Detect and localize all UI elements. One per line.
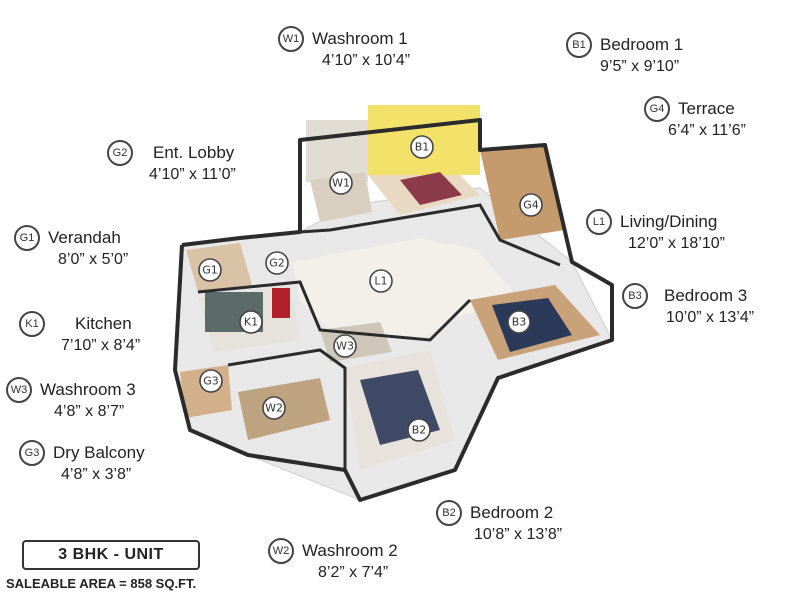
svg-text:B2: B2 (412, 424, 427, 437)
outer-walls (173, 118, 614, 502)
svg-text:W3: W3 (336, 340, 354, 353)
room-dimensions: 8’0” x 5’0” (58, 251, 129, 268)
room-code-badge: B2 (436, 500, 462, 526)
room-code-badge: B1 (566, 32, 592, 58)
plan-badge-b2: B2 (407, 418, 431, 442)
svg-text:G4: G4 (523, 199, 539, 212)
room-name: Bedroom 3 (664, 286, 748, 305)
kitchen-fridge (272, 288, 290, 318)
room-dimensions: 6’4” x 11’6” (668, 122, 746, 139)
plan-badge-w1: W1 (329, 171, 353, 195)
saleable-area-label: SALEABLE AREA = 858 SQ.FT. (6, 576, 197, 591)
plan-badge-g3: G3 (199, 369, 223, 393)
room-dimensions: 9’5” x 9’10” (600, 58, 680, 75)
plan-badge-k1: K1 (239, 310, 263, 334)
room-name: Dry Balcony (53, 443, 145, 462)
legend-kitchen: K1 Kitchen 7’10” x 8’4” (19, 311, 140, 355)
plan-badge-b3: B3 (507, 310, 531, 334)
room-name: Bedroom 1 (600, 35, 684, 54)
room-dimensions: 7’10” x 8’4” (61, 337, 141, 354)
legend-washroom-2: W2 Washroom 2 8’2” x 7’4” (268, 538, 398, 582)
legend-verandah: G1 Verandah 8’0” x 5’0” (14, 225, 128, 269)
plan-badge-w3: W3 (333, 334, 357, 358)
room-code-badge: B3 (622, 283, 648, 309)
room-dimensions: 4’10” x 10’4” (322, 52, 411, 69)
legend-washroom-1: W1 Washroom 1 4’10” x 10’4” (278, 26, 410, 70)
legend-terrace: G4 Terrace 6’4” x 11’6” (644, 96, 746, 140)
room-name: Living/Dining (620, 212, 718, 231)
svg-text:B3: B3 (512, 316, 527, 329)
room-dimensions: 8’2” x 7’4” (318, 564, 389, 581)
washroom-1-wall (306, 120, 368, 182)
svg-text:G1: G1 (202, 264, 218, 277)
plan-badge-g4: G4 (519, 193, 543, 217)
svg-text:B1: B1 (415, 141, 430, 154)
room-dimensions: 4’10” x 11’0” (149, 166, 236, 183)
room-name: Verandah (48, 228, 121, 247)
legend-living-dining: L1 Living/Dining 12’0” x 18’10” (586, 209, 725, 253)
living-dining-floor (292, 238, 520, 340)
room-code-badge: G4 (644, 96, 670, 122)
plan-badge-b1: B1 (410, 135, 434, 159)
room-code-badge: W1 (278, 26, 304, 52)
terrace-floor (480, 145, 565, 240)
svg-text:L1: L1 (374, 275, 387, 288)
room-name: Kitchen (75, 314, 132, 333)
room-dimensions: 4’8” x 3’8” (61, 466, 132, 483)
room-name: Washroom 1 (312, 29, 408, 48)
legend-bedroom-3: B3 Bedroom 3 10’0” x 13’4” (622, 283, 754, 327)
room-code-badge: G2 (107, 140, 133, 166)
inner-walls (299, 203, 561, 267)
room-dimensions: 10’0” x 13’4” (666, 309, 755, 326)
room-code-badge: L1 (586, 209, 612, 235)
legend-washroom-3: W3 Washroom 3 4’8” x 8’7” (6, 377, 136, 421)
svg-text:W1: W1 (332, 177, 350, 190)
svg-text:G3: G3 (203, 375, 219, 388)
room-code-badge: K1 (19, 311, 45, 337)
room-name: Bedroom 2 (470, 503, 554, 522)
legend-bedroom-1: B1 Bedroom 1 9’5” x 9’10” (566, 32, 683, 76)
room-name: Ent. Lobby (153, 143, 235, 162)
room-code-badge: W2 (268, 538, 294, 564)
svg-text:W2: W2 (265, 402, 283, 415)
room-name: Washroom 3 (40, 380, 136, 399)
plan-badge-g1: G1 (198, 258, 222, 282)
plan-badge-g2: G2 (265, 251, 289, 275)
inner-walls-2 (197, 280, 472, 342)
legend-dry-balcony: G3 Dry Balcony 4’8” x 3’8” (19, 440, 145, 484)
bedroom-1-bed (400, 172, 462, 205)
svg-text:K1: K1 (244, 316, 258, 329)
room-code-badge: G1 (14, 225, 40, 251)
legend-ent-lobby: G2 Ent. Lobby 4’10” x 11’0” (107, 140, 236, 184)
room-name: Terrace (678, 99, 735, 118)
room-code-badge: G3 (19, 440, 45, 466)
room-dimensions: 10’8” x 13’8” (474, 526, 563, 543)
bedroom-3-bed (492, 298, 572, 352)
svg-text:G2: G2 (269, 257, 285, 270)
legend-bedroom-2: B2 Bedroom 2 10’8” x 13’8” (436, 500, 562, 544)
plan-badge-w2: W2 (262, 396, 286, 420)
room-dimensions: 4’8” x 8’7” (54, 403, 125, 420)
plan-badge-l1: L1 (369, 269, 393, 293)
unit-type-label: 3 BHK - UNIT (22, 540, 200, 570)
room-code-badge: W3 (6, 377, 32, 403)
washroom-1-floor (310, 172, 372, 222)
room-dimensions: 12’0” x 18’10” (628, 235, 725, 252)
inner-walls-3 (227, 348, 347, 470)
room-name: Washroom 2 (302, 541, 398, 560)
